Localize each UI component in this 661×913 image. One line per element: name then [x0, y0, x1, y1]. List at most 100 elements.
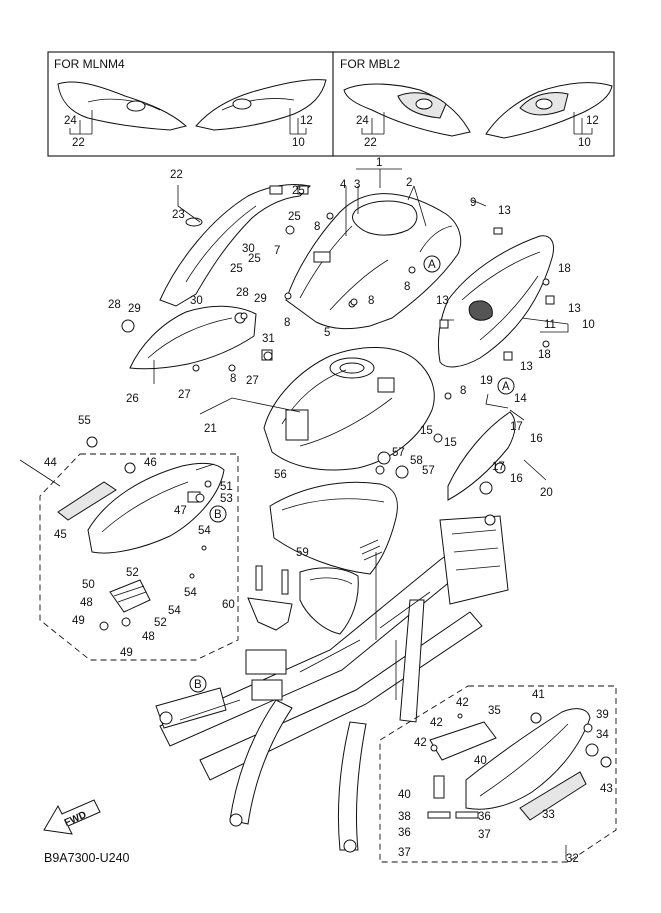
label-12-left: 12 — [300, 115, 313, 127]
tank-cover — [285, 193, 462, 330]
part-label: 52 — [126, 567, 139, 579]
part-label: 18 — [558, 263, 571, 275]
right-side-cover — [437, 235, 554, 368]
part-label: 7 — [274, 245, 280, 257]
part-label: 30 — [190, 295, 203, 307]
diagram-code: B9A7300-U240 — [44, 851, 130, 865]
leader-lines — [19, 168, 569, 860]
bracket-60 — [247, 565, 293, 631]
callout-b-top — [209, 505, 227, 523]
part-label: 54 — [184, 587, 197, 599]
part-label: 23 — [172, 209, 185, 221]
part-label: 13 — [520, 361, 533, 373]
part-label: 58 — [410, 455, 423, 467]
part-label: 16 — [530, 433, 543, 445]
side-cover-left-mbl2 — [343, 83, 471, 137]
part-label: 40 — [474, 755, 487, 767]
part-label: 29 — [254, 293, 267, 305]
callout-a-right-label: A — [502, 381, 510, 393]
side-panel-right-14 — [447, 411, 547, 501]
part-label: 25 — [230, 263, 243, 275]
under-seat-cover — [299, 567, 359, 635]
motorcycle-frame — [155, 514, 509, 853]
lower-left-cover-group — [39, 436, 239, 661]
part-label: 15 — [444, 437, 457, 449]
part-label: 46 — [144, 457, 157, 469]
part-label: 53 — [220, 493, 233, 505]
part-label: 59 — [296, 547, 309, 559]
callout-a-top — [423, 255, 441, 273]
part-label: 52 — [154, 617, 167, 629]
part-label: 8 — [368, 295, 374, 307]
tank-rear-cover — [269, 481, 398, 575]
part-label: 5 — [324, 327, 330, 339]
part-label: 28 — [108, 299, 121, 311]
part-label: 36 — [478, 811, 491, 823]
callout-b-frame — [189, 675, 207, 693]
callout-b-frame-label: B — [194, 679, 202, 691]
part-label: 25 — [248, 253, 261, 265]
part-label: 3 — [354, 179, 360, 191]
label-24-right: 24 — [356, 115, 369, 127]
callout-a-top-label: A — [428, 259, 436, 271]
part-label: 48 — [80, 597, 93, 609]
lower-right-cover-group — [379, 685, 617, 863]
callout-markers: A A B B — [189, 255, 515, 693]
part-label: 8 — [314, 221, 320, 233]
part-label: 14 — [514, 393, 527, 405]
part-label: 25 — [292, 185, 305, 197]
part-label: 17 — [510, 421, 523, 433]
part-label: 37 — [398, 847, 411, 859]
part-label: 57 — [392, 447, 405, 459]
part-label: 8 — [404, 281, 410, 293]
side-cover-left-mlnm4 — [57, 81, 188, 131]
upper-side-cover-left — [159, 183, 312, 307]
variant-inset: FOR MLNM4 FOR MBL2 24 22 12 10 24 22 12 … — [47, 51, 615, 157]
part-label: 55 — [78, 415, 91, 427]
part-number-labels: 1 2 3 4 5 7 8 8 8 8 8 8 9 10 11 13 13 13… — [44, 157, 613, 865]
part-label: 56 — [274, 469, 287, 481]
part-label: 9 — [470, 197, 476, 209]
part-label: 21 — [204, 423, 217, 435]
fwd-arrow: FWD — [43, 799, 101, 835]
part-label: 36 — [398, 827, 411, 839]
part-label: 28 — [236, 287, 249, 299]
part-label: 35 — [488, 705, 501, 717]
part-label: 27 — [178, 389, 191, 401]
part-label: 2 — [406, 177, 412, 189]
part-label: 32 — [566, 853, 579, 865]
fuel-tank — [263, 347, 435, 471]
part-label: 49 — [120, 647, 133, 659]
part-label: 51 — [220, 481, 233, 493]
inset-title-right: FOR MBL2 — [340, 57, 400, 71]
part-label: 49 — [72, 615, 85, 627]
part-label: 54 — [198, 525, 211, 537]
part-label: 44 — [44, 457, 57, 469]
part-label: 16 — [510, 473, 523, 485]
part-label: 17 — [492, 461, 505, 473]
part-label: 45 — [54, 529, 67, 541]
part-label: 42 — [456, 697, 469, 709]
part-label: 34 — [596, 729, 609, 741]
part-label: 8 — [284, 317, 290, 329]
label-12-right: 12 — [586, 115, 599, 127]
part-label: 22 — [170, 169, 183, 181]
part-label: 38 — [398, 811, 411, 823]
lower-side-panel-left — [129, 305, 273, 370]
part-label: 40 — [398, 789, 411, 801]
part-label: 60 — [222, 599, 235, 611]
part-label: 27 — [246, 375, 259, 387]
part-label: 13 — [568, 303, 581, 315]
part-label: 1 — [376, 157, 382, 169]
part-label: 4 — [340, 179, 347, 191]
label-22-left: 22 — [72, 137, 85, 149]
part-label: 13 — [498, 205, 511, 217]
part-label: 48 — [142, 631, 155, 643]
part-label: 31 — [262, 333, 275, 345]
part-label: 42 — [430, 717, 443, 729]
callout-a-right — [497, 377, 515, 395]
part-label: 19 — [480, 375, 493, 387]
part-label: 54 — [168, 605, 181, 617]
label-24-left: 24 — [64, 115, 77, 127]
